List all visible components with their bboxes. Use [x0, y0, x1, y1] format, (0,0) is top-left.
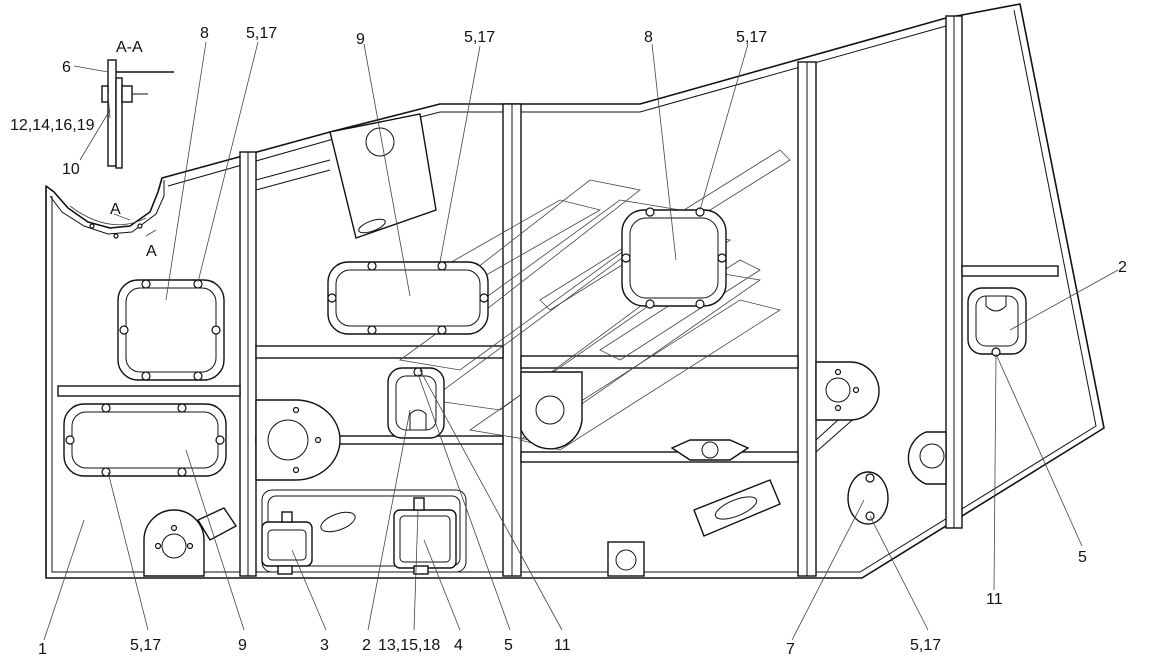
callout-10: 10 [62, 161, 80, 178]
callout-2-right: 2 [1118, 259, 1127, 276]
lower-access-panel [261, 489, 467, 575]
upper-hinge-plate [329, 113, 437, 239]
round-plate-far-right [907, 431, 947, 485]
callout-5-right: 5 [1078, 549, 1087, 566]
round-plate-bottom-left [143, 509, 205, 577]
labels: A-A A A 6 12,14,16,19 10 8 5,17 9 5,17 8… [10, 25, 1127, 658]
callout-6: 6 [62, 59, 71, 76]
window-center-upper [327, 261, 489, 335]
section-marker-a-top: A [110, 201, 121, 218]
round-plate-center [520, 371, 583, 450]
window-right-upper [621, 207, 727, 309]
callout-9-bottom: 9 [238, 637, 247, 654]
callout-7: 7 [786, 641, 795, 658]
bottom-center-plate [607, 541, 645, 577]
callout-12-14-16-19: 12,14,16,19 [10, 117, 95, 134]
callout-11-bottom: 11 [554, 637, 571, 654]
callout-8-left: 8 [200, 25, 209, 42]
callout-5-17-bottom-left: 5,17 [130, 637, 161, 654]
round-plate-left [255, 399, 341, 481]
oval-cover-right [847, 471, 889, 525]
window-left-lower [63, 403, 227, 477]
frame-rails [57, 159, 1059, 463]
slotted-plate [693, 479, 781, 537]
drive-shaft-bracket [670, 439, 750, 461]
section-marker-a-bottom: A [146, 243, 157, 260]
hatch-right-small [967, 287, 1027, 357]
callout-1: 1 [38, 641, 47, 658]
callout-5-17-top-right: 5,17 [736, 29, 767, 46]
section-aa-detail [101, 59, 174, 169]
callout-9-top: 9 [356, 31, 365, 48]
callout-13-15-18: 13,15,18 [378, 637, 440, 654]
round-plate-right [815, 361, 880, 421]
callout-5-17-bottom-right: 5,17 [910, 637, 941, 654]
callout-11-right: 11 [986, 591, 1003, 608]
callout-5-17-top-left: 5,17 [246, 25, 277, 42]
callout-8-right: 8 [644, 29, 653, 46]
callout-5-17-top-center: 5,17 [464, 29, 495, 46]
hatch-center-small [387, 367, 445, 439]
frame-posts [239, 15, 963, 577]
callout-2-bottom: 2 [362, 637, 371, 654]
callout-4: 4 [454, 637, 463, 654]
section-title: A-A [116, 39, 143, 56]
section-cut-curve [69, 205, 147, 239]
callout-3: 3 [320, 637, 329, 654]
leader-lines [43, 41, 1119, 641]
callout-5-bottom: 5 [504, 637, 513, 654]
window-left-upper [117, 279, 225, 381]
